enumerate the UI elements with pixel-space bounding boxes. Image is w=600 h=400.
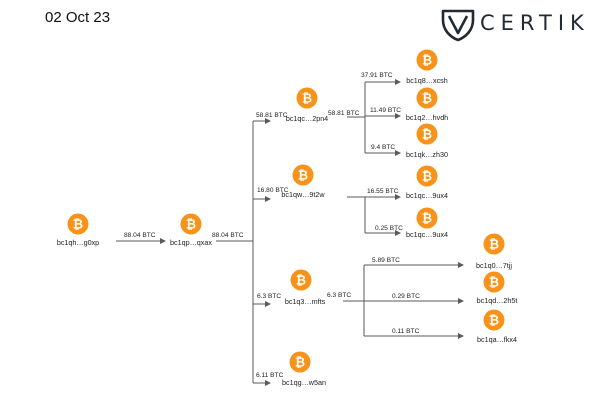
node[interactable]: ₿ bc1qc…2pn4 (286, 87, 328, 124)
arrowhead (395, 150, 401, 156)
arrowhead (395, 79, 401, 85)
bitcoin-symbol: ₿ (422, 126, 432, 141)
bitcoin-icon (416, 49, 438, 71)
edge-amount: 58.81 BTC (328, 110, 360, 117)
arrowhead (265, 196, 271, 202)
node[interactable]: ₿ bc1qh…g0xp (57, 213, 99, 248)
edge-amount: 16.80 BTC (257, 187, 289, 194)
node[interactable]: ₿ bc1q0…7tjj (476, 233, 512, 271)
node-address: bc1qc…9ux4 (406, 230, 448, 239)
node-address: bc1qc…2pn4 (286, 114, 328, 123)
edge-amount: 0.25 BTC (375, 225, 403, 232)
certik-shield-icon (441, 9, 475, 42)
edge-amount: 0.11 BTC (392, 328, 420, 335)
node-address: bc1qh…g0xp (57, 238, 99, 247)
arrowhead (458, 298, 464, 304)
edge-amount: 0.29 BTC (392, 293, 420, 300)
certik-logo: CERTIK (440, 6, 598, 42)
bitcoin-icon (483, 309, 505, 331)
edge-amount: 6.11 BTC (256, 372, 284, 379)
bitcoin-symbol: ₿ (422, 210, 432, 225)
edge-amount: 9.4 BTC (371, 144, 395, 151)
connectors (116, 79, 464, 386)
edge-amount: 37.91 BTC (361, 72, 393, 79)
bitcoin-icon (67, 213, 89, 235)
report-date: 02 Oct 23 (45, 9, 111, 26)
node[interactable]: ₿ bc1qd…2h5t (477, 271, 518, 306)
node[interactable]: ₿ bc1qc…9ux4 (406, 207, 448, 240)
node-address: bc1qg…w5an (282, 378, 326, 387)
bitcoin-symbol: ₿ (296, 272, 306, 287)
node[interactable]: ₿ bc1qg…w5an (282, 351, 326, 388)
bitcoin-symbol: ₿ (422, 168, 432, 183)
node[interactable]: ₿ bc1qa…fkx4 (477, 309, 517, 345)
node-address: bc1qd…2h5t (477, 296, 518, 305)
bitcoin-symbol: ₿ (295, 354, 305, 369)
bitcoin-icon (296, 87, 318, 109)
arrowhead (160, 238, 166, 244)
bitcoin-symbol: ₿ (489, 274, 499, 289)
arrowhead (395, 113, 401, 119)
node[interactable]: ₿ bc1q2…hvdh (406, 87, 448, 123)
node[interactable]: ₿ bc1qk…zh30 (406, 123, 448, 160)
node[interactable]: ₿ bc1qp…qxax (170, 213, 212, 248)
arrowhead (458, 262, 464, 268)
arrowhead (395, 194, 401, 200)
arrowhead (265, 118, 271, 124)
edge-amount: 88.04 BTC (124, 232, 156, 239)
bitcoin-symbol: ₿ (302, 90, 312, 105)
edge-amount: 11.49 BTC (370, 107, 401, 114)
bitcoin-icon (483, 233, 505, 255)
edge-amount: 6.3 BTC (327, 292, 351, 299)
node-address: bc1q8…xcsh (406, 76, 448, 85)
bitcoin-symbol: ₿ (489, 312, 499, 327)
bitcoin-icon (483, 271, 505, 293)
arrowhead (265, 301, 271, 307)
bitcoin-symbol: ₿ (422, 52, 432, 67)
bitcoin-icon (289, 351, 311, 373)
node-address: bc1qa…fkx4 (477, 335, 517, 344)
bitcoin-symbol: ₿ (186, 216, 196, 231)
bitcoin-icon (416, 123, 438, 145)
bitcoin-symbol: ₿ (73, 216, 83, 231)
edge-amount: 16.55 BTC (367, 188, 399, 195)
bitcoin-icon (416, 165, 438, 187)
node-address: bc1q2…hvdh (406, 113, 448, 122)
arrowhead (265, 380, 271, 386)
bitcoin-icon (180, 213, 202, 235)
edge-amount: 5.89 BTC (372, 257, 400, 264)
bitcoin-icon (416, 87, 438, 109)
certik-wordmark: CERTIK (480, 11, 590, 35)
node-address: bc1qw…9t2w (281, 190, 325, 199)
edge-amount: 58.81 BTC (256, 112, 288, 119)
node[interactable]: ₿ bc1qc…9ux4 (406, 165, 448, 201)
node-address: bc1q0…7tjj (476, 261, 512, 270)
bitcoin-icon (290, 269, 312, 291)
arrowhead (458, 333, 464, 339)
node-address: bc1q3…mfts (285, 297, 326, 306)
bitcoin-icon (292, 164, 314, 186)
bitcoin-icon (416, 207, 438, 229)
bitcoin-symbol: ₿ (422, 90, 432, 105)
node[interactable]: ₿ bc1qw…9t2w (281, 164, 325, 200)
node[interactable]: ₿ bc1q8…xcsh (406, 49, 448, 86)
edge-amount: 6.3 BTC (257, 293, 281, 300)
bitcoin-symbol: ₿ (489, 236, 499, 251)
node-address: bc1qc…9ux4 (406, 191, 448, 200)
edge-amount: 88.04 BTC (212, 232, 244, 239)
arrowhead (395, 230, 401, 236)
bitcoin-symbol: ₿ (298, 167, 308, 182)
node[interactable]: ₿ bc1q3…mfts (285, 269, 326, 307)
node-address: bc1qk…zh30 (406, 150, 448, 159)
node-address: bc1qp…qxax (170, 238, 212, 247)
